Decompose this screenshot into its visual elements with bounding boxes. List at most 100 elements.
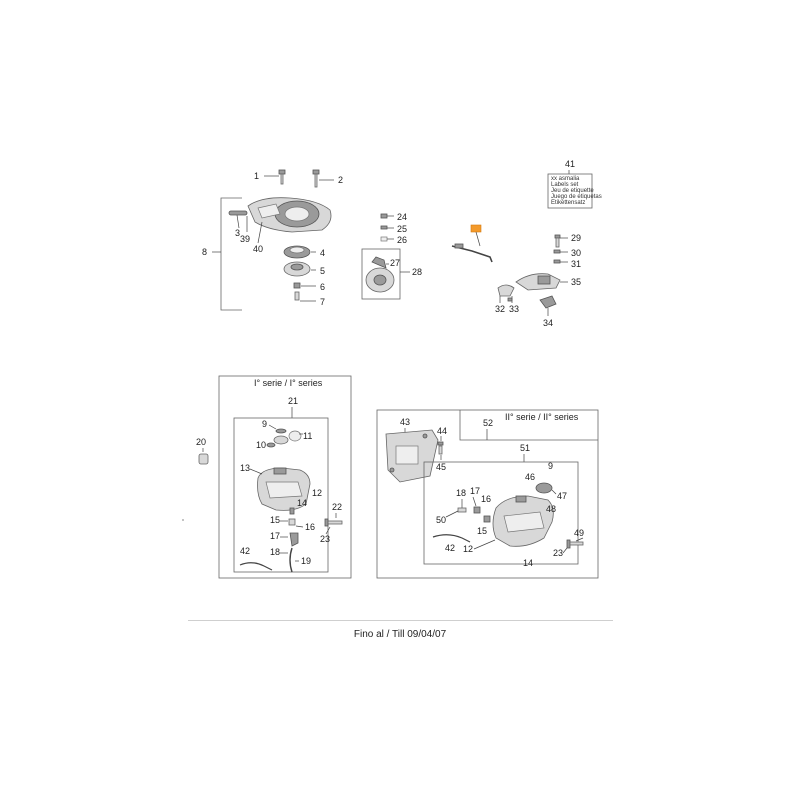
screw-22-23-s1[interactable]: 22 23 [320,502,343,544]
handle-3[interactable]: 3 [228,210,248,238]
fuel-hose-42-s1[interactable]: 42 [239,546,273,571]
svg-text:28: 28 [412,267,422,277]
spark-plug-34[interactable]: 34 [539,295,557,328]
bracket-43[interactable]: 43 [385,417,439,483]
group-bracket-8 [220,197,242,311]
fuel-tank-s1[interactable]: 13 14 12 [240,463,322,511]
svg-text:21: 21 [288,396,298,406]
nut-24[interactable]: 24 [380,212,407,222]
svg-text:26: 26 [397,235,407,245]
svg-text:45: 45 [436,462,446,472]
ignition-coil-35[interactable]: 35 [515,273,581,291]
series1-frame [218,375,352,579]
washer-6[interactable]: 6 [293,282,325,292]
series2-group: II° serie / II° series 43 44 45 52 51 46… [376,409,599,579]
svg-text:9: 9 [548,461,553,471]
svg-text:52: 52 [483,418,493,428]
washer-25[interactable]: 25 [380,224,407,234]
svg-text:19: 19 [301,556,311,566]
svg-text:31: 31 [571,259,581,269]
fuel-tank-s2[interactable]: 48 14 12 [463,495,556,568]
svg-text:41: 41 [565,159,575,169]
pulley-5[interactable]: 5 [283,261,325,277]
starter-housing[interactable] [247,197,332,233]
svg-text:2: 2 [338,175,343,185]
svg-text:42: 42 [445,543,455,553]
svg-text:13: 13 [240,463,250,473]
svg-text:1: 1 [254,171,259,181]
svg-text:7: 7 [320,297,325,307]
series2-inner-frame [459,410,598,441]
svg-text:35: 35 [571,277,581,287]
label-card-line-2: Labels set [551,182,579,188]
svg-text:33: 33 [509,304,519,314]
svg-text:42: 42 [240,546,250,556]
svg-text:39: 39 [240,234,250,244]
series2-frame [376,409,599,579]
svg-text:23: 23 [553,548,563,558]
starter-group: 1 2 8 3 39 40 [202,169,343,311]
svg-text:14: 14 [297,498,307,508]
cap-parts-9-11[interactable]: 9 10 11 [256,419,312,450]
svg-text:5: 5 [320,266,325,276]
key-26[interactable]: 26 [380,235,407,245]
svg-text:3: 3 [235,228,240,238]
svg-text:12: 12 [312,488,322,498]
svg-text:17: 17 [470,486,480,496]
highlighted-part-tag[interactable] [470,224,482,247]
fittings-15-18-s2[interactable]: 18 17 16 50 15 [436,486,491,536]
label-card-line-5: Etikettensatz [551,200,585,206]
svg-text:10: 10 [256,440,266,450]
footer-date: Fino al / Till 09/04/07 [353,629,447,640]
svg-text:20: 20 [196,437,206,447]
washer-31[interactable]: 31 [553,259,581,269]
svg-text:43: 43 [400,417,410,427]
svg-text:18: 18 [270,547,280,557]
label-card-line-1: xx asmalia [551,176,580,182]
svg-text:11: 11 [303,431,312,441]
screw-49-23-s2[interactable]: 49 23 [553,528,584,558]
screw-44-45[interactable]: 44 45 [436,426,447,472]
label-card-41[interactable]: 41 xx asmalia Labels set Jeu de etiquett… [547,159,602,209]
cap-46-47[interactable]: 46 9 47 [525,461,567,501]
svg-text:6: 6 [320,282,325,292]
tank-frame-51 [423,461,579,565]
screw-1[interactable]: 1 [254,169,286,185]
svg-text:40: 40 [253,244,263,254]
recoil-spring-4[interactable]: 4 [283,245,325,259]
series1-group: I° serie / I° series 21 9 10 11 13 14 12 [218,375,352,579]
svg-text:30: 30 [571,248,581,258]
ignition-group: 41 xx asmalia Labels set Jeu de etiquett… [451,159,602,328]
svg-text:17: 17 [270,531,280,541]
flywheel-box [361,248,401,300]
washer-30[interactable]: 30 [553,248,581,258]
series1-title: I° serie / I° series [254,378,323,388]
svg-text:9: 9 [262,419,267,429]
ignition-wire[interactable] [451,243,493,263]
svg-text:27: 27 [390,258,400,268]
fuel-filter-20[interactable]: 20 [196,437,209,465]
svg-text:12: 12 [463,544,473,554]
svg-text:51: 51 [520,443,530,453]
screw-7[interactable]: 7 [294,291,325,307]
screw-2[interactable]: 2 [312,169,343,188]
spark-cap-32-33[interactable]: 32 33 [495,284,519,314]
svg-text:34: 34 [543,318,553,328]
svg-text:47: 47 [557,491,567,501]
label-card-line-3: Jeu de etiquette [551,188,594,194]
svg-text:23: 23 [320,534,330,544]
flywheel-27[interactable]: 27 [365,256,400,293]
svg-text:18: 18 [456,488,466,498]
svg-text:32: 32 [495,304,505,314]
fittings-15-19[interactable]: 15 16 17 18 19 [270,507,315,573]
svg-text:16: 16 [481,494,491,504]
tank-frame-21 [233,417,329,573]
flywheel-group: 24 25 26 27 28 [361,212,422,300]
svg-text:25: 25 [397,224,407,234]
series2-title: II° serie / II° series [505,412,579,422]
screw-29[interactable]: 29 [554,233,581,248]
footer-divider [188,620,613,621]
svg-text:50: 50 [436,515,446,525]
fuel-hose-42-s2[interactable]: 42 [432,534,471,553]
